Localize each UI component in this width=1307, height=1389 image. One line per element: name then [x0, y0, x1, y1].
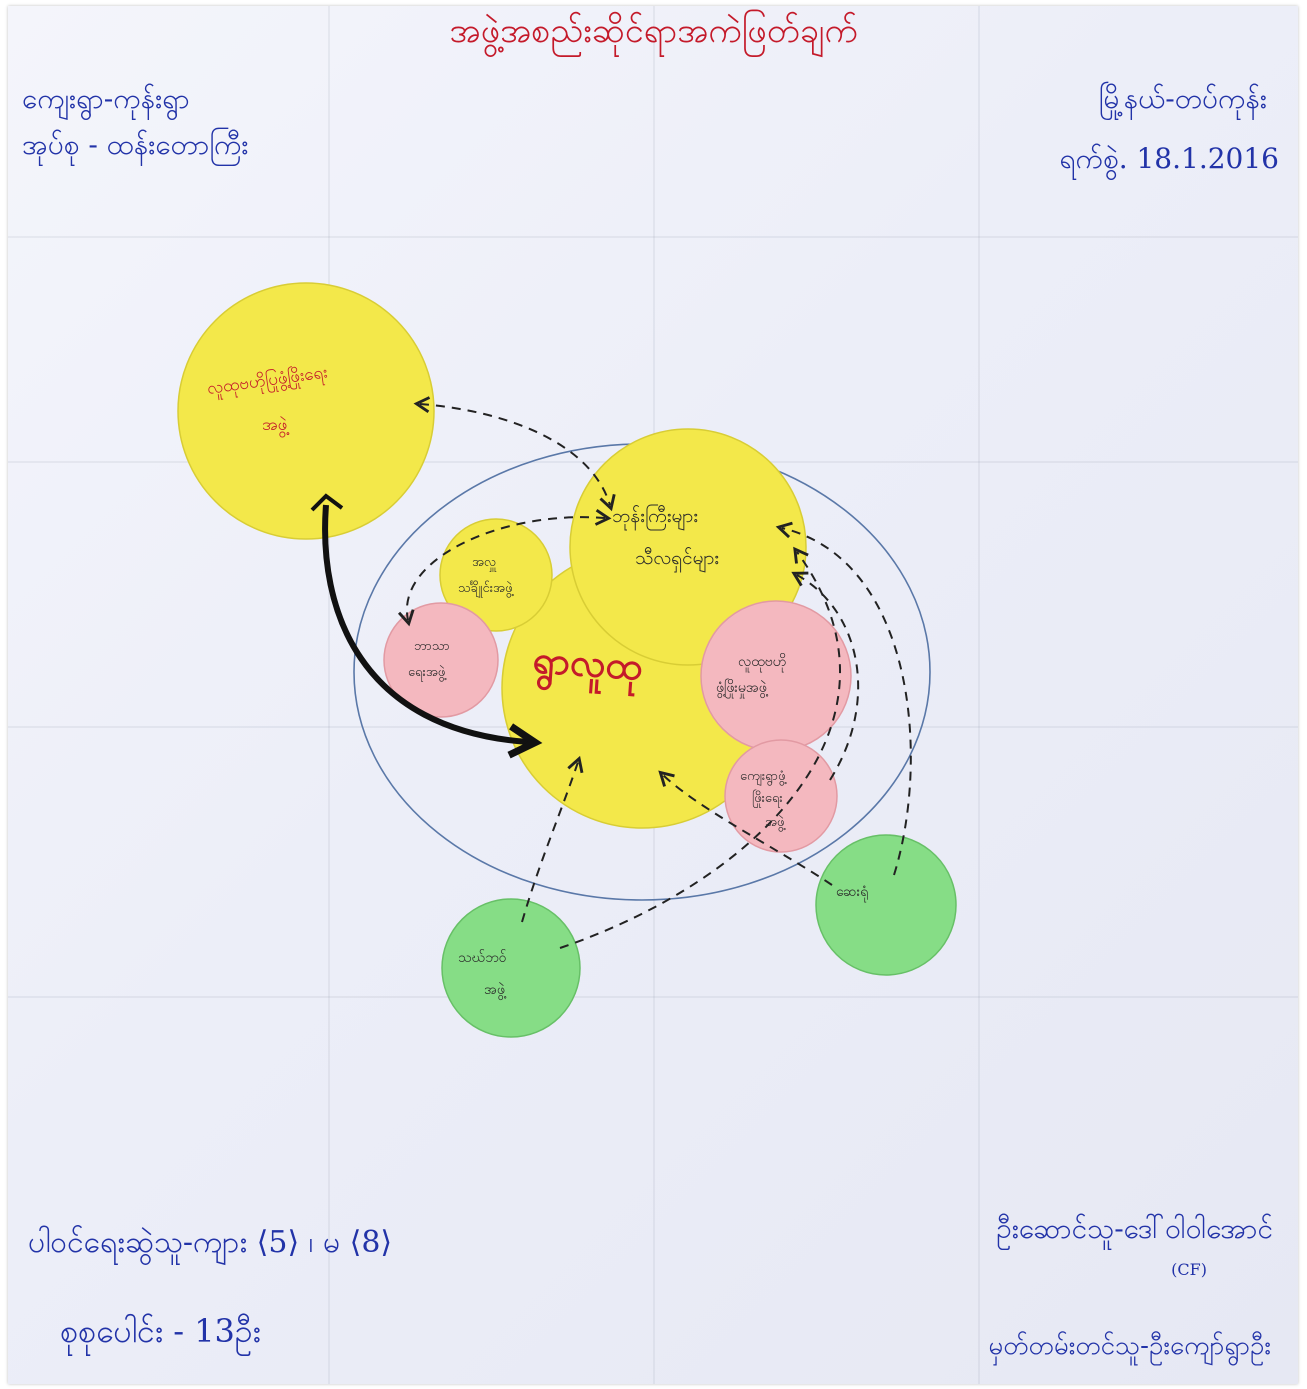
fold-line: [328, 6, 330, 1384]
facilitator-role: (CF): [1171, 1260, 1207, 1279]
village-tract-name: အုပ်စု - ထန်းတောကြီး: [22, 128, 249, 161]
dashed-arrow-ngo-religious: [559, 546, 841, 949]
note-taker-name: မှတ်တမ်းတင်သူ-ဦးကျော်ရွာဦး: [988, 1331, 1271, 1361]
label-education-2: ရေးအဖွဲ့: [408, 665, 446, 682]
node-village-dev: [724, 739, 838, 853]
node-cdd-inner: [700, 600, 852, 752]
label-ngo-1: သဃ်ဘဝ်: [458, 950, 507, 966]
village-name: ကျေးရွာ-ကုန်းရွာ: [22, 82, 190, 115]
label-cdd-inner-1: လူထုဗဟို: [738, 654, 787, 672]
solid-arrow: [322, 504, 543, 759]
solid-arrow-tail: [310, 493, 344, 512]
facilitator-name: ဦးဆောင်သူ-ဒေါ်ဝါဝါအောင်: [996, 1212, 1273, 1245]
participants-count: ပါဝင်ရေးဆွဲသူ-ကျား ⟨5⟩ ၊ မ ⟨8⟩: [28, 1225, 393, 1260]
label-cdd-top-2: အဖွဲ့: [262, 415, 289, 438]
dashed-arrow-ngo-center: [521, 755, 584, 923]
label-village-dev-3: အဖွဲ့: [765, 815, 786, 832]
label-funeral-2: သင်္ချိုင်းအဖွဲ့: [458, 580, 514, 598]
label-ngo-2: အဖွဲ့: [484, 982, 507, 1000]
label-religious-2: သီလရှင်များ: [635, 546, 719, 573]
label-village-dev-2: ဖြိုးရေး: [752, 789, 783, 808]
township-name: မြို့နယ်-တပ်ကုန်း: [1098, 82, 1267, 115]
dashed-arrow-religious-education: [397, 508, 612, 627]
date-text: ရက်စွဲ. 18.1.2016: [1059, 142, 1279, 175]
label-funeral-1: အလှူ: [472, 555, 496, 572]
label-education-1: ဘာသာ: [414, 639, 450, 654]
label-health-1: ဆေးရုံ: [836, 884, 868, 902]
total-count: စုစုပေါင်း - 13ဦး: [60, 1312, 261, 1350]
node-ngo: [441, 898, 581, 1038]
node-cdd-top: [177, 282, 435, 540]
dashed-arrow-top-religious: [413, 396, 616, 512]
diagram-title: အဖွဲ့အစည်းဆိုင်ရာအကဲဖြတ်ချက်: [449, 11, 858, 51]
fold-line: [8, 996, 1298, 998]
label-cdd-inner-2: ဖွံ့ဖြိုးမှုအဖွဲ့: [716, 679, 769, 698]
fold-line: [8, 236, 1298, 238]
dashed-arrow-health-center: [658, 770, 833, 886]
label-religious-1: ဘုန်းကြီးများ: [612, 503, 698, 531]
node-health: [815, 834, 957, 976]
dashed-arrow-village-religious: [791, 571, 860, 781]
fold-line: [978, 6, 980, 1384]
dashed-arrow-health-religious: [775, 521, 912, 876]
label-village-dev-1: ကျေးရွာဖွံ့: [740, 769, 787, 786]
